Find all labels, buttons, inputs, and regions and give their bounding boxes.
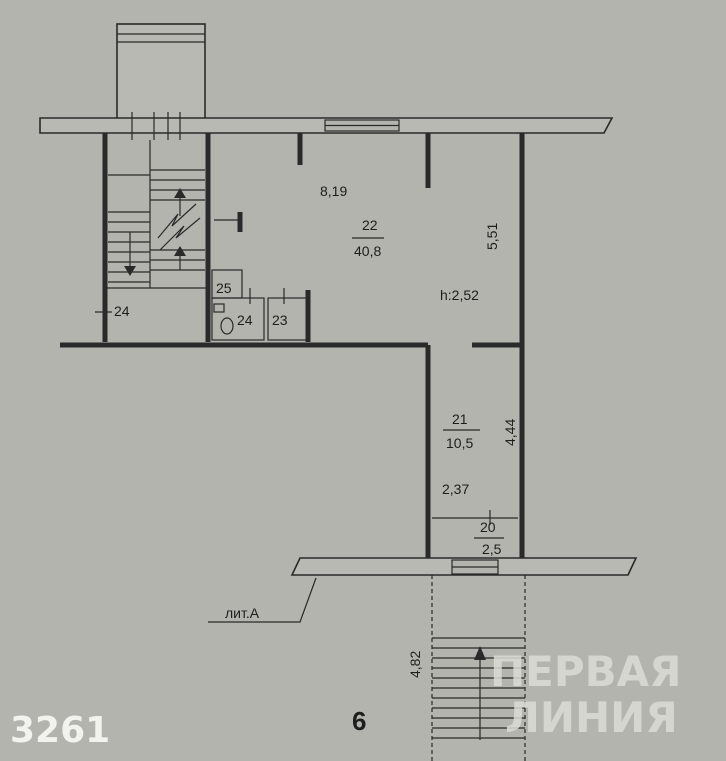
entrance-stair [431,575,526,761]
room-22-walls [60,133,525,560]
watermark-logo: ПЕРВАЯ ЛИНИЯ [490,647,681,742]
dim-stair-length: 4,82 [407,651,423,678]
room-22-area: 40,8 [354,243,381,259]
room-25-number: 25 [216,280,232,296]
dim-depth-22: 5,51 [484,223,500,250]
dim-width-22: 8,19 [320,183,347,199]
top-wall [39,112,614,140]
listing-code: 3261 [10,710,110,751]
room-24-wc-number: 24 [237,312,253,328]
watermark-line2: ЛИНИЯ [505,693,678,742]
litera-leader [208,577,317,623]
stairwell [95,133,211,342]
room-20-area: 2,5 [482,541,502,557]
ceiling-height: h:2,52 [440,287,479,303]
room-21-number: 21 [452,411,468,427]
floor-number: 6 [352,706,366,736]
room-20-number: 20 [480,519,496,535]
dim-width-21: 2,37 [442,481,469,497]
top-stair-block [116,23,206,121]
room-22-number: 22 [362,217,378,233]
room-23-number: 23 [272,312,288,328]
sanitary-block [211,212,311,342]
watermark-line1: ПЕРВАЯ [490,647,681,696]
bottom-wall [290,557,638,576]
room-24-stair-number: 24 [114,303,130,319]
litera-label: лит.А [225,605,260,621]
room-21-area: 10,5 [446,435,473,451]
dim-depth-21: 4,44 [502,419,518,446]
